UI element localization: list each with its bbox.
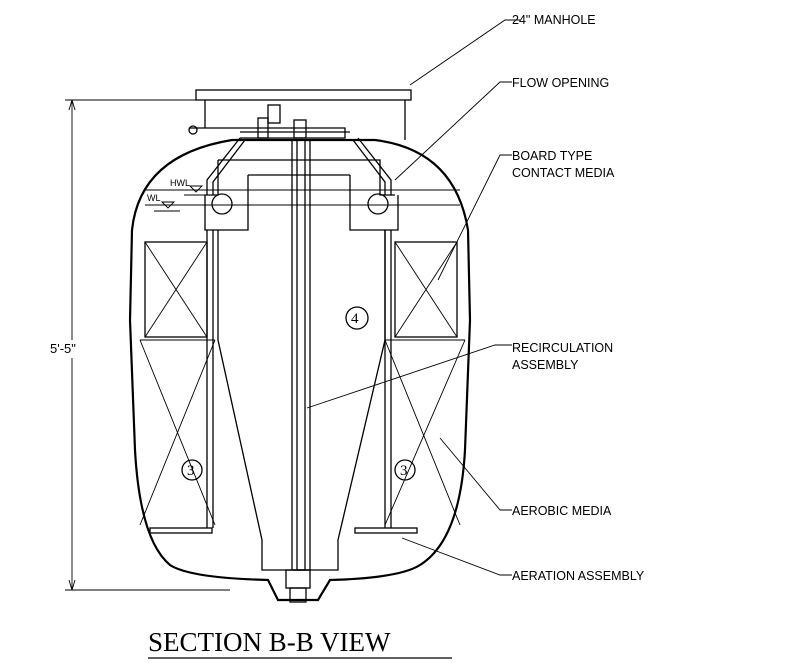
- height-dimension-text: 5'-5": [50, 341, 76, 356]
- marker-left: 3: [181, 459, 203, 481]
- marker-center: 4: [345, 306, 369, 330]
- svg-text:3: 3: [400, 463, 408, 479]
- water-level-high: [184, 185, 206, 196]
- board-media-label-2: CONTACT MEDIA: [512, 166, 615, 180]
- recirc-label-1: RECIRCULATION: [512, 341, 613, 355]
- wl-label: WL: [147, 193, 161, 203]
- recirc-label-2: ASSEMBLY: [512, 358, 579, 372]
- tank-outline: [128, 138, 472, 602]
- aeration-label: AERATION ASSEMBLY: [512, 569, 645, 583]
- contact-media-left: [144, 241, 208, 338]
- hwl-label: HWL: [170, 178, 190, 188]
- svg-text:4: 4: [351, 311, 359, 327]
- manhole-riser: [195, 89, 412, 140]
- flow-opening-label: FLOW OPENING: [512, 76, 609, 90]
- svg-text:3: 3: [187, 463, 195, 479]
- contact-media-right: [394, 241, 458, 338]
- water-level-low: [154, 201, 180, 212]
- clarifier-baffle: [204, 159, 399, 571]
- manhole-label: 24" MANHOLE: [512, 13, 596, 27]
- recirculation-pipe: [285, 139, 311, 603]
- board-media-label-1: BOARD TYPE: [512, 149, 592, 163]
- marker-right: 3: [394, 459, 416, 481]
- aerobic-media-label: AEROBIC MEDIA: [512, 504, 612, 518]
- section-title: SECTION B-B VIEW: [148, 627, 391, 657]
